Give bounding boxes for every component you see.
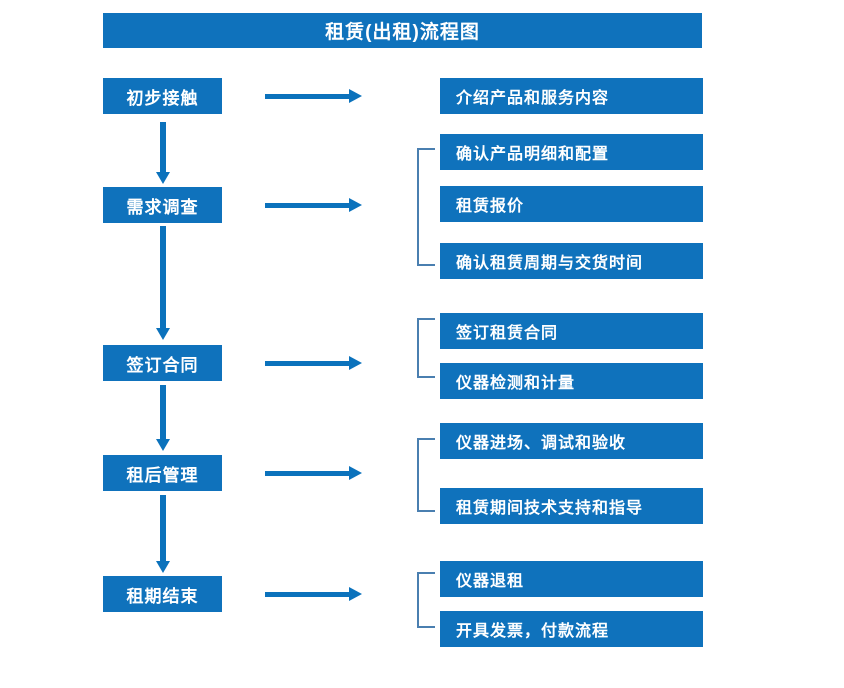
arrow-shaft [160,122,166,172]
page-title: 租赁(出租)流程图 [103,13,702,48]
horizontal-arrow-1 [265,89,362,103]
detail-box-4[interactable]: 确认租赁周期与交货时间 [440,243,703,279]
arrow-shaft [160,226,166,328]
arrow-shaft [265,471,350,476]
arrow-shaft [160,385,166,439]
arrow-shaft [265,203,350,208]
arrow-shaft [160,495,166,561]
horizontal-arrow-3 [265,356,362,370]
arrow-head [349,466,362,480]
stage-box-2[interactable]: 需求调查 [103,187,222,223]
horizontal-arrow-5 [265,587,362,601]
detail-box-7[interactable]: 仪器进场、调试和验收 [440,423,703,459]
arrow-head [156,561,170,573]
stage-box-4[interactable]: 租后管理 [103,455,222,491]
arrow-head [156,328,170,340]
arrow-head [156,439,170,451]
detail-box-2[interactable]: 确认产品明细和配置 [440,134,703,170]
group-bracket-5 [417,572,435,628]
vertical-arrow-2 [156,226,170,340]
arrow-shaft [265,94,350,99]
detail-box-9[interactable]: 仪器退租 [440,561,703,597]
detail-box-6[interactable]: 仪器检测和计量 [440,363,703,399]
group-bracket-2 [417,148,435,266]
horizontal-arrow-4 [265,466,362,480]
arrow-head [349,356,362,370]
arrow-head [349,198,362,212]
stage-box-5[interactable]: 租期结束 [103,576,222,612]
group-bracket-3 [417,318,435,378]
arrow-head [349,587,362,601]
arrow-shaft [265,592,350,597]
detail-box-5[interactable]: 签订租赁合同 [440,313,703,349]
arrow-shaft [265,361,350,366]
vertical-arrow-3 [156,385,170,451]
horizontal-arrow-2 [265,198,362,212]
vertical-arrow-4 [156,495,170,573]
arrow-head [349,89,362,103]
stage-box-1[interactable]: 初步接触 [103,78,222,114]
detail-box-3[interactable]: 租赁报价 [440,186,703,222]
group-bracket-4 [417,438,435,512]
detail-box-10[interactable]: 开具发票，付款流程 [440,611,703,647]
arrow-head [156,172,170,184]
vertical-arrow-1 [156,122,170,184]
detail-box-8[interactable]: 租赁期间技术支持和指导 [440,488,703,524]
stage-box-3[interactable]: 签订合同 [103,345,222,381]
detail-box-1[interactable]: 介绍产品和服务内容 [440,78,703,114]
